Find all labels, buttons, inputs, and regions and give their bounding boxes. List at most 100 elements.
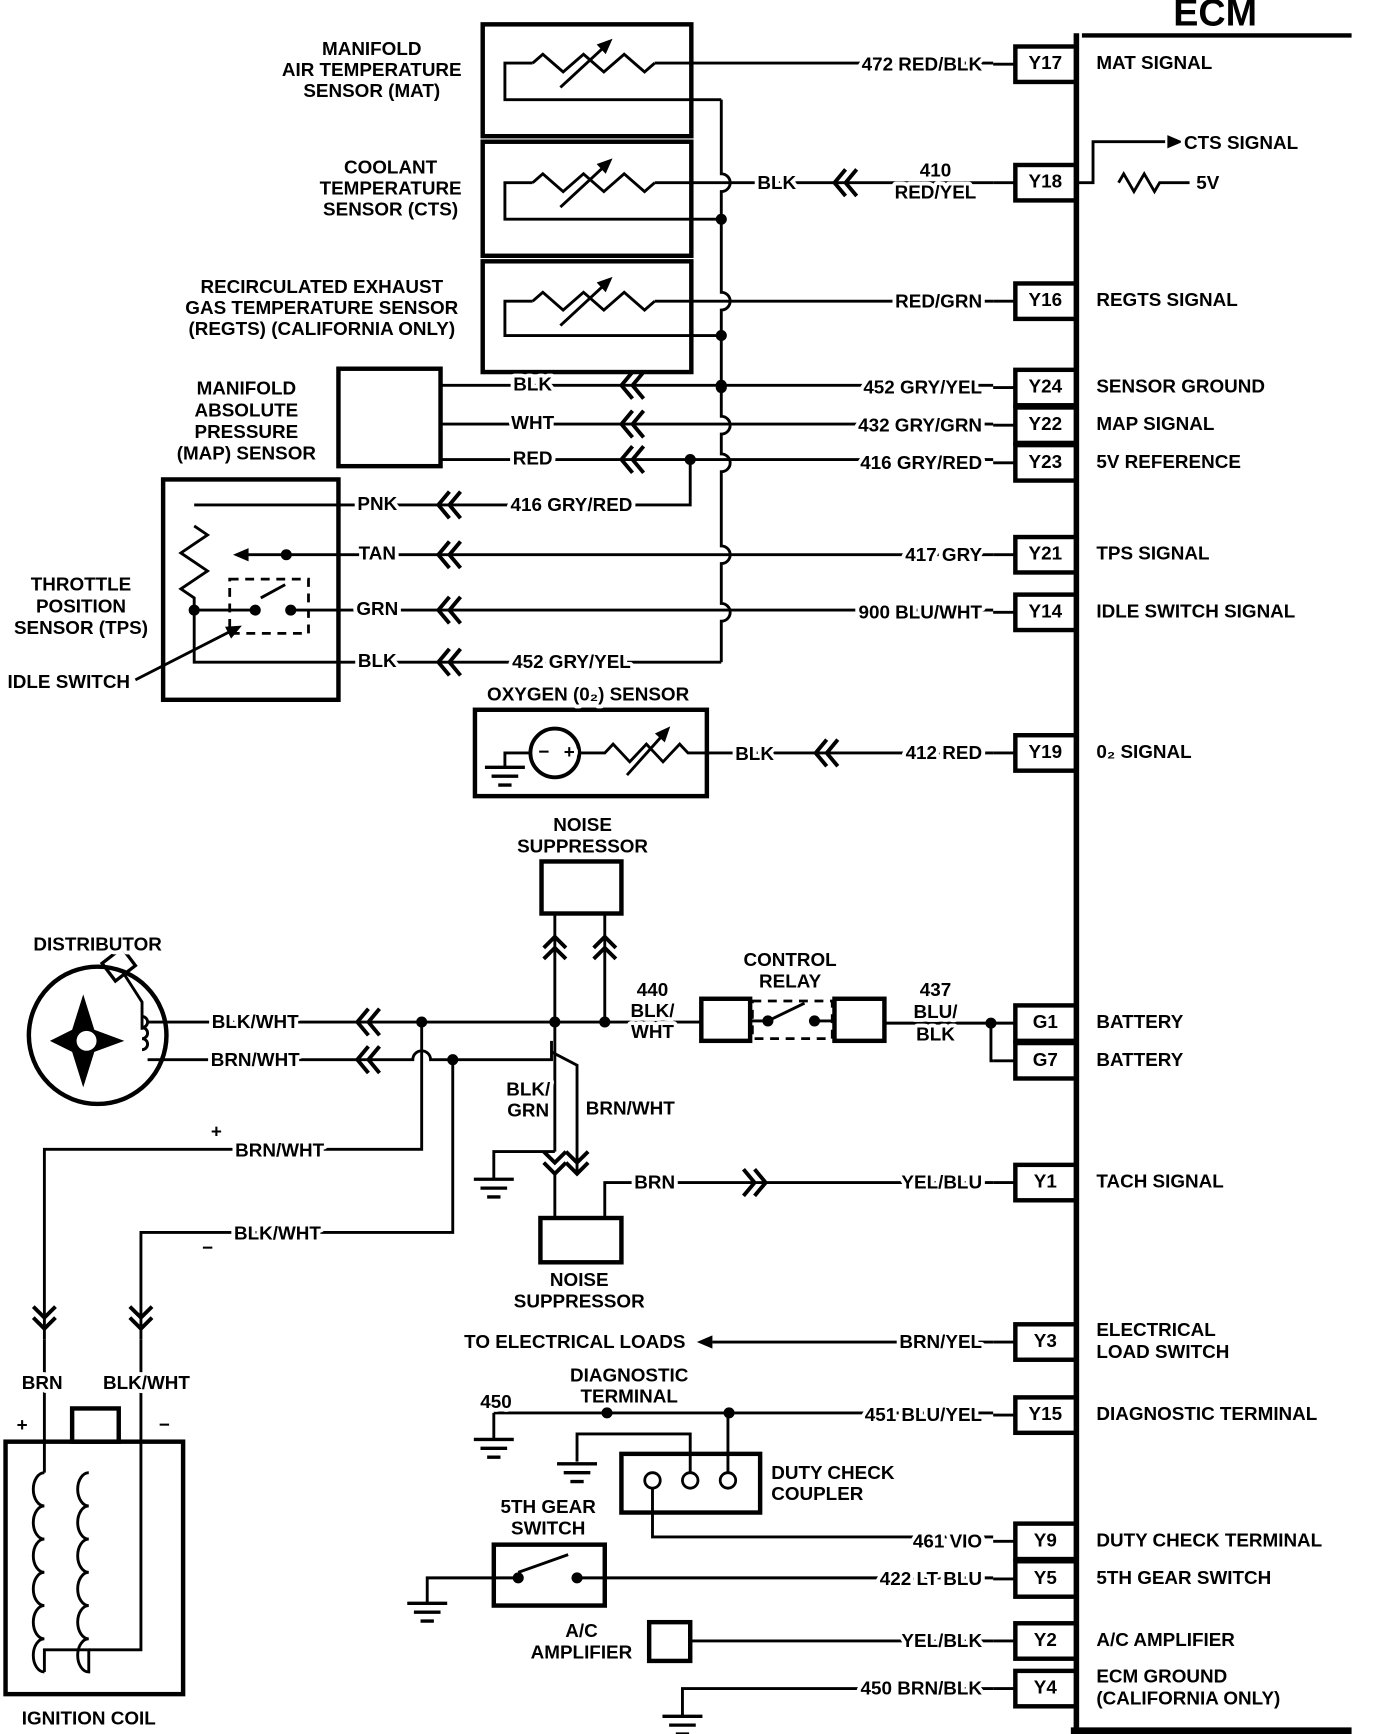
relay-wire-label: BLK/ <box>630 1000 675 1021</box>
ground-icon <box>473 1437 514 1459</box>
pin-id: Y19 <box>1029 741 1063 762</box>
diag-ground-wire-label: 450 <box>480 1391 511 1412</box>
brn-wht-wire <box>147 1040 553 1062</box>
connector-chevron-icon <box>542 934 568 961</box>
pin-y14-box <box>1013 592 1079 633</box>
pin-function-label: MAP SIGNAL <box>1096 413 1214 434</box>
pin-function-label: BATTERY <box>1096 1049 1183 1070</box>
o2-wire-label: BLK <box>735 743 774 764</box>
tps-sensor-label: POSITION <box>36 595 126 616</box>
pin-id: Y4 <box>1034 1677 1058 1698</box>
fifth-gear-switch-label: 5TH GEAR <box>501 1496 597 1517</box>
ac-amplifier-box <box>646 1619 693 1664</box>
pin-y16-box <box>1013 281 1079 322</box>
connector-chevron-icon <box>435 490 463 520</box>
duty-check-wire <box>651 1488 994 1539</box>
pin-function-label: (CALIFORNIA ONLY) <box>1096 1688 1280 1709</box>
ac-amplifier-label: AMPLIFIER <box>531 1642 633 1663</box>
relay-coil-left-box <box>699 996 753 1044</box>
pin-id: Y5 <box>1034 1567 1057 1588</box>
tps-wire-label: PNK <box>357 493 397 514</box>
tps-wire-label: BLK <box>358 650 397 671</box>
fifth-gear-switch-blade <box>517 1553 569 1574</box>
regts-sensor-label: RECIRCULATED EXHAUST <box>201 276 444 297</box>
pin-y2-box <box>1013 1621 1079 1661</box>
pin-id: Y9 <box>1034 1529 1057 1550</box>
suppressor-brn-wht-wire <box>550 1050 579 1174</box>
cts-wire-label: BLK <box>757 172 796 193</box>
pin-function-label: TACH SIGNAL <box>1096 1171 1223 1192</box>
pin-function-label: ELECTRICAL <box>1096 1319 1215 1340</box>
suppressor-wire-label: BLK/ <box>506 1079 551 1100</box>
pin-id: Y3 <box>1034 1330 1057 1351</box>
relay-switch-blade <box>767 1001 806 1023</box>
ignition-coil-label: IGNITION COIL <box>22 1708 156 1729</box>
connector-chevron-icon <box>435 540 463 570</box>
cts-signal-label: CTS SIGNAL <box>1184 132 1298 153</box>
map-wire-label: BLK <box>513 373 552 394</box>
o2-plus: + <box>564 741 575 762</box>
coil-winding-icon <box>31 1471 45 1674</box>
noise-suppressor-label: SUPPRESSOR <box>514 1291 645 1312</box>
pin-y18-box <box>1013 162 1079 203</box>
pullup-resistor-icon <box>1117 170 1190 195</box>
cts-box <box>480 139 694 258</box>
distributor-icon <box>26 964 169 1107</box>
connector-chevron-icon <box>618 409 646 439</box>
wire-label: RED/GRN <box>895 290 982 311</box>
idle-switch-leader <box>134 629 232 682</box>
coil-positive-wire <box>42 1022 424 1340</box>
mat-sensor-label: MANIFOLD <box>322 38 421 59</box>
pin-id: Y14 <box>1029 600 1063 621</box>
pin-id: Y16 <box>1029 289 1063 310</box>
o2-arrow-icon <box>654 726 671 743</box>
tps-wire-label: GRN <box>356 598 398 619</box>
to-loads-arrow-icon <box>696 1335 713 1349</box>
plus-sign: + <box>211 1121 222 1142</box>
pin-y5-box <box>1013 1559 1079 1599</box>
thermistor-arrow-icon <box>596 38 613 55</box>
pin-y1-box <box>1013 1162 1079 1203</box>
suppressor-wire-label: BRN/WHT <box>586 1097 675 1118</box>
distributor-coil-icon <box>141 1015 149 1052</box>
noise-suppressor-top-box <box>539 859 624 916</box>
regts-sensor-label: (REGTS) (CALIFORNIA ONLY) <box>188 318 455 339</box>
pin-id: Y2 <box>1034 1629 1057 1650</box>
mat-thermistor-arrow <box>559 44 607 89</box>
distributor-rotor-hub <box>76 1030 97 1051</box>
pin-y17-box <box>1013 44 1079 85</box>
tps-feed-label: 452 GRY/YEL <box>512 651 631 672</box>
connector-chevron-icon <box>354 1045 382 1075</box>
wire-label: 461 VIO <box>913 1530 982 1551</box>
noise-suppressor-label: NOISE <box>550 1269 609 1290</box>
regts-sensor-label: GAS TEMPERATURE SENSOR <box>185 297 458 318</box>
o2-sensor-label: OXYGEN (0₂) SENSOR <box>487 683 690 704</box>
ground-icon <box>662 1714 703 1734</box>
map-sensor-label: PRESSURE <box>194 421 298 442</box>
tps-wiper-arrow-icon <box>233 548 249 562</box>
pin-function-label: BATTERY <box>1096 1011 1183 1032</box>
pin-id: Y22 <box>1029 413 1063 434</box>
ignition-coil-cap <box>69 1406 121 1444</box>
map-sensor-label: ABSOLUTE <box>195 399 299 420</box>
wire-label: BLK <box>916 1023 955 1044</box>
wire-label: 412 RED <box>906 742 982 763</box>
o2-ground-wire <box>503 751 531 768</box>
cts-sensor-label: TEMPERATURE <box>320 177 462 198</box>
connector-chevron-icon <box>618 370 646 400</box>
pin-y19-box <box>1013 733 1079 773</box>
relay-wire-label: WHT <box>631 1021 674 1042</box>
cts-sensor-label: COOLANT <box>344 156 438 177</box>
cts-thermistor-icon <box>531 171 656 194</box>
tps-sensor-label: SENSOR (TPS) <box>14 617 148 638</box>
pin-function-label: IDLE SWITCH SIGNAL <box>1096 600 1295 621</box>
noise-suppressor-label: SUPPRESSOR <box>517 836 648 857</box>
tps-pnk-wire <box>194 459 692 507</box>
pin-g7-box <box>1013 1040 1079 1081</box>
battery-jumper <box>989 1023 994 1063</box>
mat-box <box>480 22 694 139</box>
connector-chevron-icon <box>542 1150 568 1177</box>
pin-function-label: LOAD SWITCH <box>1096 1341 1229 1362</box>
idle-switch-label: IDLE SWITCH <box>8 671 131 692</box>
